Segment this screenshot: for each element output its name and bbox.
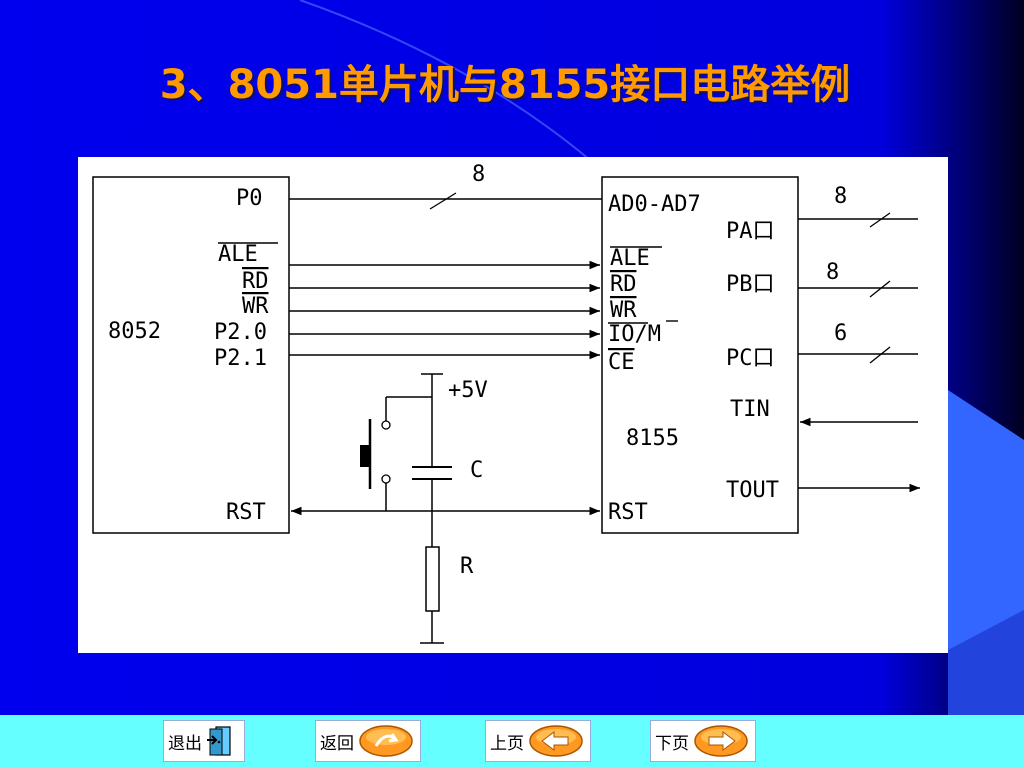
slide-title: 3、8051单片机与8155接口电路举例 (159, 62, 851, 108)
label-supply: +5V (448, 378, 488, 403)
pin-8155-tin: TIN (730, 397, 770, 422)
back-button[interactable]: 返回 (315, 720, 421, 762)
label-resistor: R (460, 554, 474, 579)
circuit-diagram: 8052 P0 ALE RD WR P2.0 P2.1 RST 8155 AD0… (78, 157, 948, 653)
label-p0-bus-width: 8 (472, 162, 485, 187)
pin-8052-wr: WR (242, 294, 269, 319)
navigation-bar: 退出 返回 上页 下页 (0, 715, 1024, 768)
pin-8155-ce: CE (608, 350, 635, 375)
next-page-label: 下页 (655, 733, 689, 754)
arrow-left-icon (529, 725, 583, 757)
pin-8155-rst: RST (608, 500, 648, 525)
pin-8052-p0: P0 (236, 186, 263, 211)
back-label: 返回 (320, 733, 354, 754)
reset-switch-button (360, 445, 370, 467)
door-exit-icon (207, 726, 231, 756)
pin-8052-p20: P2.0 (214, 320, 267, 345)
pin-8155-pb: PB口 (726, 272, 775, 297)
pin-8155-wr: WR (610, 298, 637, 323)
pin-8155-iom: IO/M (608, 322, 661, 347)
pin-8155-ad: AD0-AD7 (608, 192, 701, 217)
pin-8052-rd: RD (242, 269, 269, 294)
label-pa-bus-width: 8 (834, 184, 847, 209)
pin-8155-pa: PA口 (726, 219, 775, 244)
pin-8052-p21: P2.1 (214, 346, 267, 371)
chip-8155-body (601, 176, 799, 534)
chip-8052-name: 8052 (108, 319, 161, 344)
next-page-button[interactable]: 下页 (650, 720, 756, 762)
pin-8052-ale: ALE (218, 242, 258, 267)
arrow-right-icon (694, 725, 748, 757)
pin-8155-tout: TOUT (726, 478, 779, 503)
label-pb-bus-width: 8 (826, 260, 839, 285)
pin-8052-rst: RST (226, 500, 266, 525)
prev-page-button[interactable]: 上页 (485, 720, 591, 762)
label-capacitor: C (470, 458, 483, 483)
chip-8155-name: 8155 (626, 426, 679, 451)
return-arrow-icon (359, 725, 413, 757)
pin-8155-ale: ALE (610, 246, 650, 271)
exit-label: 退出 (168, 733, 202, 754)
resistor-body (425, 546, 440, 612)
pin-8155-rd: RD (610, 272, 637, 297)
label-pc-bus-width: 6 (834, 321, 847, 346)
prev-page-label: 上页 (490, 733, 524, 754)
pin-8155-pc: PC口 (726, 346, 775, 371)
exit-button[interactable]: 退出 (163, 720, 245, 762)
